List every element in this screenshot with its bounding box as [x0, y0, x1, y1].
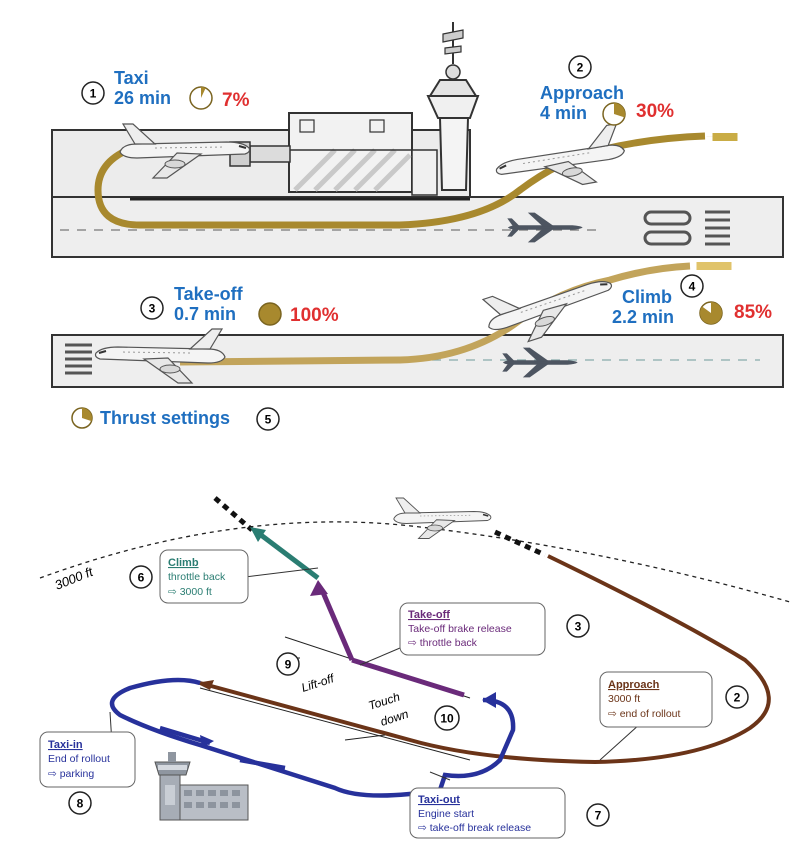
taxi-out-callout-line2: ⇨ take-off break release — [418, 822, 531, 834]
taxi-path — [94, 143, 524, 229]
takeoff-callout-title: Take-off — [408, 609, 450, 621]
terminal-building — [229, 112, 413, 193]
climb-track — [255, 530, 320, 580]
taxi-in-callout-title: Taxi-in — [48, 739, 83, 751]
takeoff-number: 3 — [149, 302, 156, 316]
airport-buildings — [154, 752, 249, 821]
taxi-in-callout-line1: End of rollout — [48, 753, 110, 765]
taxi-in-callout: Taxi-in End of rollout ⇨ parking 8 — [39, 711, 136, 815]
taxi-title: Taxi — [114, 68, 149, 88]
takeoff-thrust-pie — [258, 302, 282, 326]
approach-callout-number: 2 — [734, 691, 741, 705]
climb-callout-line2: ⇨ 3000 ft — [168, 586, 212, 598]
approach-number: 2 — [577, 61, 584, 75]
pie-slice — [201, 87, 206, 98]
climb-continuation — [213, 496, 254, 532]
climb-callout-line1: throttle back — [168, 571, 226, 583]
approach-callout: Approach 3000 ft ⇨ end of rollout 2 — [599, 671, 749, 761]
taxi-number: 1 — [90, 87, 97, 101]
touchdown-marker — [344, 734, 386, 741]
approach-path-dashes — [706, 133, 738, 141]
taxi-out-callout-title: Taxi-out — [418, 794, 460, 806]
taxi-loop — [109, 677, 516, 798]
climb-callout: Climb throttle back ⇨ 3000 ft 6 — [129, 549, 319, 604]
thrust-legend-label: Thrust settings — [100, 408, 230, 428]
altitude-3000ft-line — [39, 521, 791, 603]
takeoff-callout-line2: ⇨ throttle back — [408, 637, 478, 649]
takeoff-thrust-percent: 100% — [290, 305, 339, 326]
taxi-out-callout-line1: Engine start — [418, 808, 474, 820]
taxi-thrust-percent: 7% — [222, 90, 250, 111]
climb-title: Climb — [622, 287, 672, 307]
approach-callout-title: Approach — [608, 679, 660, 691]
approach-callout-line2: ⇨ end of rollout — [608, 708, 681, 720]
taxi-thrust-pie — [189, 86, 213, 110]
taxi-in-arrow — [200, 735, 214, 748]
takeoff-roll — [351, 657, 465, 698]
taxi-in-callout-number: 8 — [77, 797, 84, 811]
climb-callout-number: 6 — [138, 571, 145, 585]
takeoff-callout-number: 3 — [575, 620, 582, 634]
liftoff-number: 9 — [285, 658, 292, 672]
runway-line-lower — [199, 687, 471, 761]
runway-lower-markings — [65, 343, 92, 375]
pie-slice — [700, 302, 723, 324]
touchdown-label-group: Touch down 10 — [367, 689, 460, 731]
liftoff-label-group: 9 Lift-off — [276, 652, 338, 695]
taxi-time: 26 min — [114, 88, 171, 108]
approach-title: Approach — [540, 83, 624, 103]
climb-path-dashes — [696, 262, 732, 270]
thrust-legend: Thrust settings 5 — [71, 407, 280, 431]
climb-callout-title: Climb — [168, 557, 199, 569]
approach-thrust-pie — [602, 102, 626, 126]
liftoff-label: Lift-off — [300, 671, 338, 695]
climb-label-group: 4 Climb 2.2 min 85% — [612, 274, 772, 327]
approach-thrust-percent: 30% — [636, 101, 674, 122]
top-panel: 1 Taxi 26 min 7% 2 Approach 4 min 30% 3 … — [51, 22, 784, 431]
taxi-out-arrow — [482, 692, 496, 708]
approach-time: 4 min — [540, 103, 587, 123]
cruising-plane — [392, 497, 492, 540]
pie-slice — [614, 103, 625, 118]
thrust-legend-pie — [71, 407, 93, 429]
takeoff-callout: Take-off Take-off brake release ⇨ thrott… — [359, 602, 590, 666]
climb-arrow — [250, 527, 266, 542]
taxi-label-group: 1 Taxi 26 min 7% — [81, 68, 250, 111]
thrust-legend-number: 5 — [265, 413, 272, 427]
pie-slice — [82, 408, 93, 422]
approach-continuation — [493, 529, 547, 558]
approach-plane — [490, 122, 630, 200]
touchdown-number: 10 — [440, 712, 454, 726]
runway-upper-markings — [643, 210, 730, 246]
approach-track — [199, 554, 771, 765]
taxi-out-callout: Taxi-out Engine start ⇨ take-off break r… — [409, 771, 610, 839]
climb-thrust-percent: 85% — [734, 302, 772, 323]
altitude-label: 3000 ft — [53, 563, 97, 592]
pie-base — [258, 302, 282, 326]
takeoff-climb — [319, 589, 355, 661]
taxi-out-callout-number: 7 — [595, 809, 602, 823]
touchdown-label-line2: down — [379, 707, 411, 729]
climb-thrust-pie — [699, 301, 723, 325]
takeoff-arrow — [310, 580, 328, 596]
taxi-in-callout-line2: ⇨ parking — [48, 768, 94, 780]
climb-number: 4 — [689, 280, 696, 294]
takeoff-time: 0.7 min — [174, 304, 236, 324]
control-tower — [411, 22, 480, 196]
takeoff-label-group: 3 Take-off 0.7 min 100% — [140, 284, 339, 326]
climb-time: 2.2 min — [612, 307, 674, 327]
bottom-panel: 3000 ft — [39, 496, 791, 839]
approach-arrow — [196, 680, 214, 690]
approach-callout-line1: 3000 ft — [608, 693, 640, 705]
takeoff-title: Take-off — [174, 284, 244, 304]
approach-label-group: 2 Approach 4 min 30% — [540, 55, 674, 126]
takeoff-callout-line1: Take-off brake release — [408, 623, 512, 635]
